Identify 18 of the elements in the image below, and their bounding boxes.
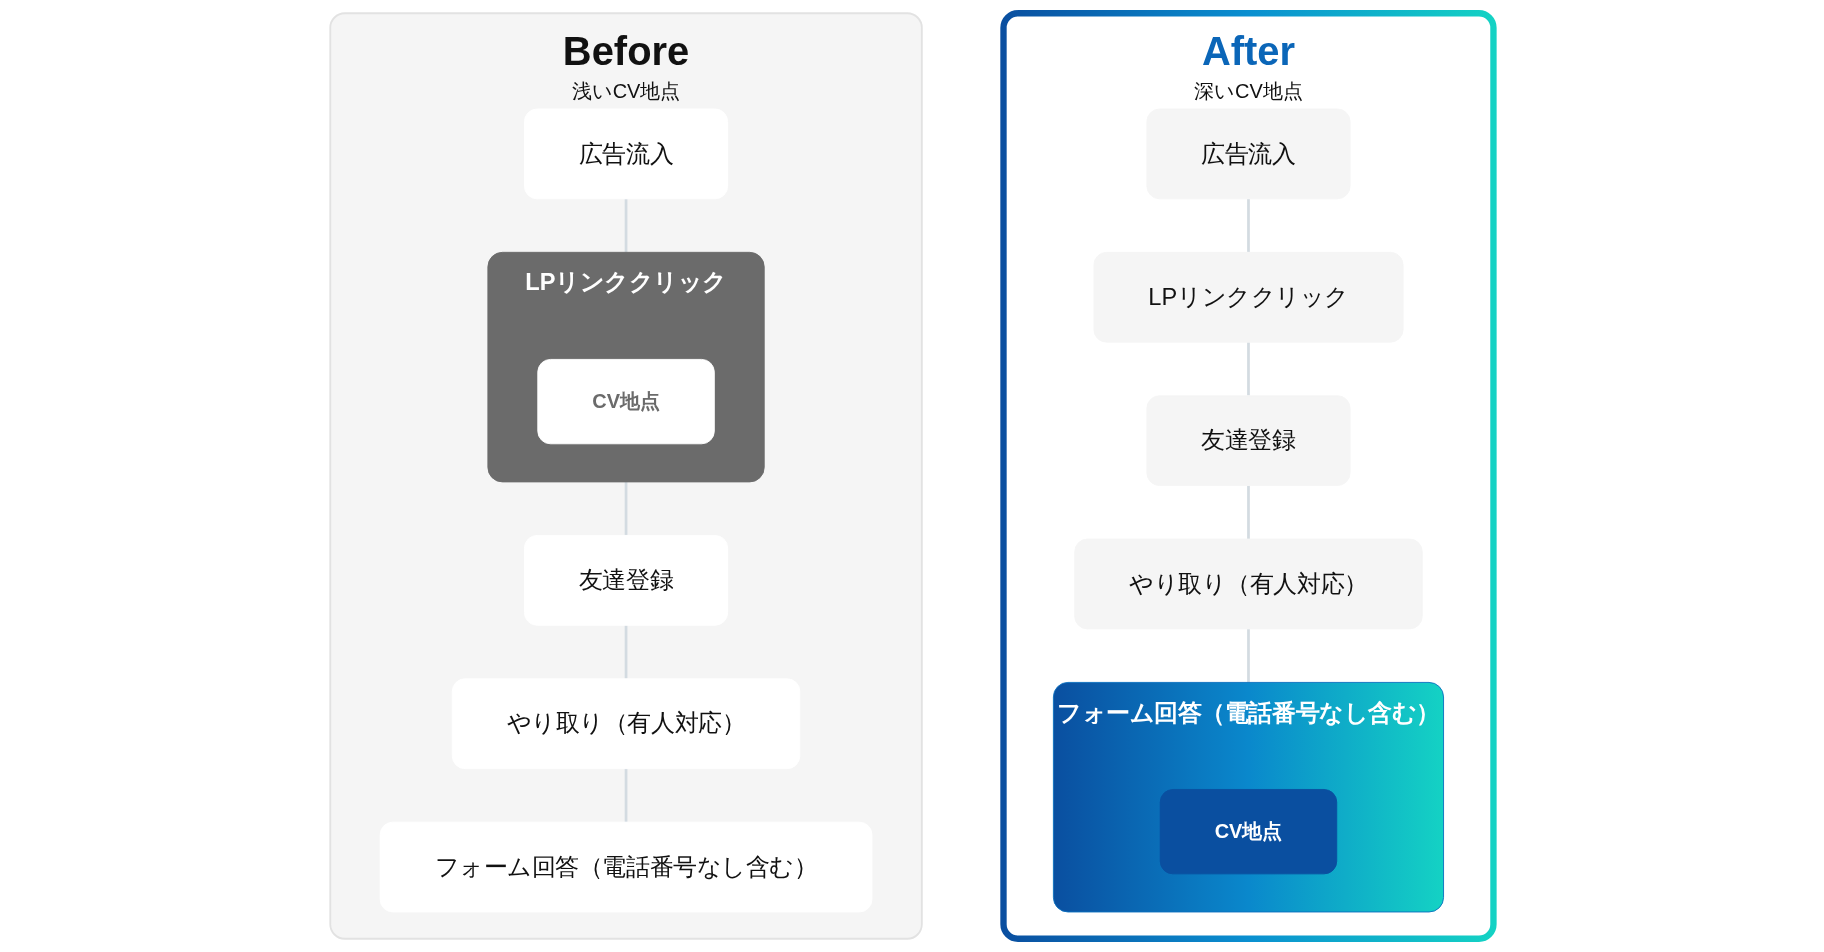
step-box: フォーム回答（電話番号なし含む） — [379, 821, 873, 913]
step-box: 広告流入 — [524, 108, 729, 200]
connector-line — [1247, 628, 1250, 683]
connector-line — [624, 768, 628, 823]
step-box: やり取り（有人対応） — [452, 678, 801, 770]
connector-line — [1247, 342, 1250, 396]
connector-line — [624, 198, 628, 253]
connector-line — [1247, 485, 1250, 540]
step-box: 友達登録 — [1146, 395, 1351, 486]
step-box: やり取り（有人対応） — [1074, 538, 1423, 630]
step-box: LPリンククリック — [1093, 251, 1404, 343]
tag-badge: CV地点 — [537, 358, 715, 445]
connector-line — [1247, 198, 1250, 253]
tag-badge: CV地点 — [1159, 789, 1338, 875]
step-box: 友達登録 — [524, 534, 729, 626]
step-box: 広告流入 — [1146, 108, 1351, 200]
connector-line — [624, 481, 628, 536]
connector-line — [624, 625, 628, 679]
